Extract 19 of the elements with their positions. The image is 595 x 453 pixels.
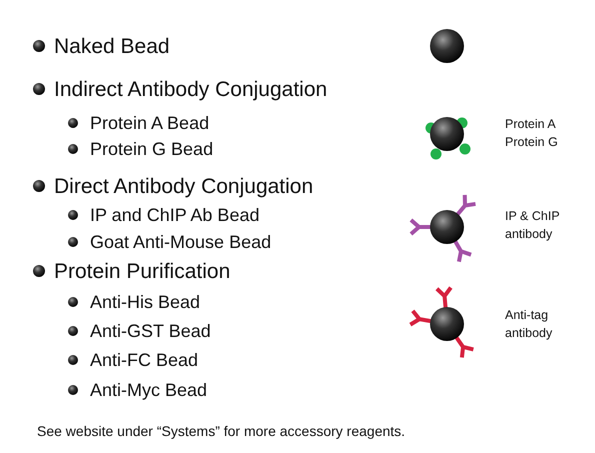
list-item: Anti-GST Bead <box>90 322 211 340</box>
list-item: Goat Anti-Mouse Bead <box>90 233 272 251</box>
list-heading: Direct Antibody Conjugation <box>54 176 314 196</box>
list-item: Protein G Bead <box>90 140 214 158</box>
list-item: Anti-FC Bead <box>90 351 198 369</box>
list-heading: Naked Bead <box>54 36 170 56</box>
bead-note: Protein G <box>505 136 558 148</box>
list-item: Anti-Myc Bead <box>90 381 208 399</box>
list-item: Protein A Bead <box>90 114 210 132</box>
bead-note: antibody <box>505 228 552 240</box>
footnote: See website under “Systems” for more accessory reagents. <box>37 424 406 438</box>
list-heading: Indirect Antibody Conjugation <box>54 78 328 100</box>
bead-note: Anti-tag <box>505 308 548 321</box>
bead-note: IP & ChIP <box>505 210 560 222</box>
bead-note: Protein A <box>505 118 556 130</box>
list-heading: Protein Purification <box>54 260 230 282</box>
list-item: IP and ChIP Ab Bead <box>90 206 260 224</box>
bead-note: antibody <box>505 326 552 339</box>
list-item: Anti-His Bead <box>90 293 200 311</box>
